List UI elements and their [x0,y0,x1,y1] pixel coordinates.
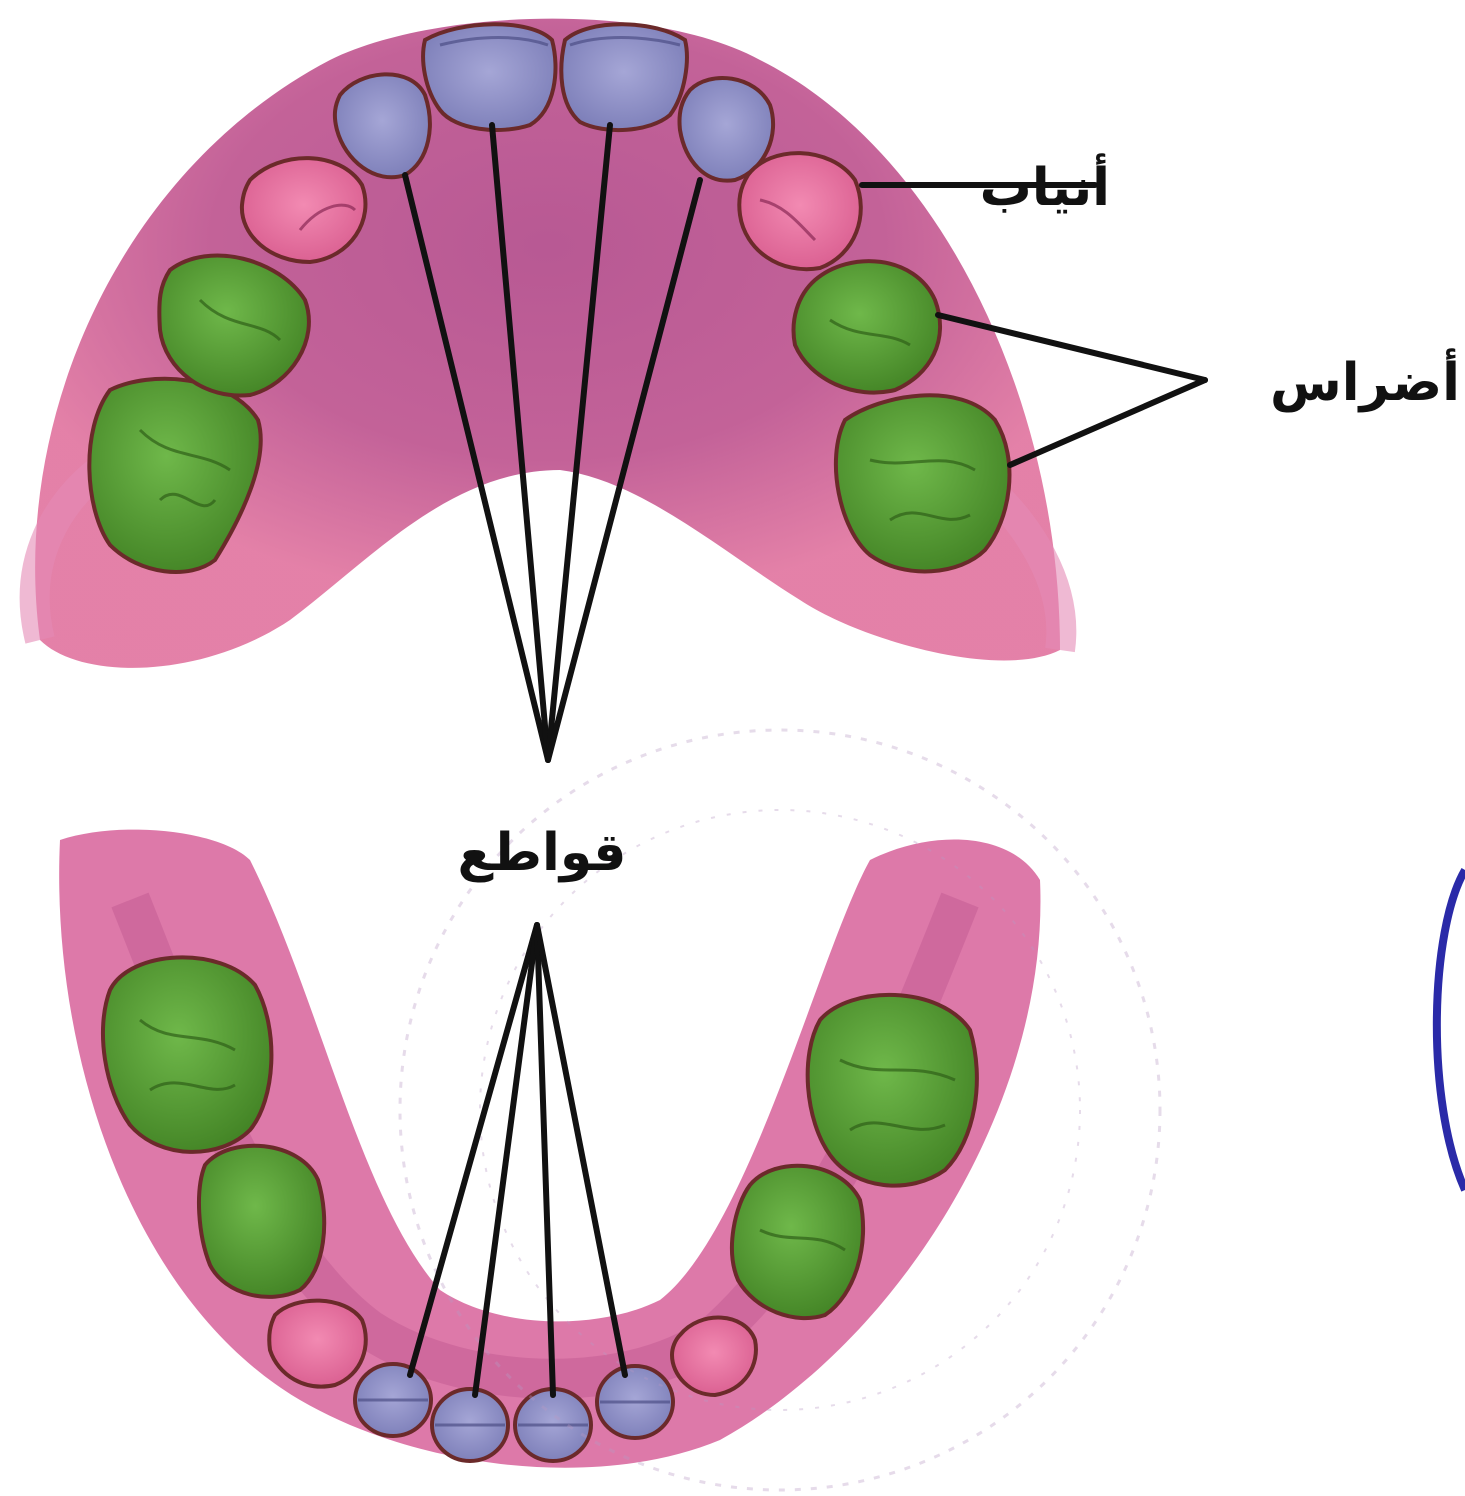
upper-jaw [35,19,1062,668]
label-canines: أنياب [980,153,1110,218]
lower-incisor-3 [515,1389,591,1461]
upper-canine-left [242,158,366,262]
lower-molar-left-small [199,1146,324,1297]
lower-molar-left-large [103,957,271,1152]
blue-seal-edge [1437,870,1465,1190]
upper-molar-right-small [794,261,941,392]
label-incisors: قواطع [458,823,627,883]
label-molars: أضراس [1270,348,1460,413]
lower-molar-right-small [732,1166,863,1318]
lower-incisor-1 [355,1364,431,1436]
lower-incisor-4 [597,1366,673,1438]
upper-incisor-left-central [423,24,555,130]
lower-canine-left [269,1301,366,1387]
lower-molar-right-large [808,995,977,1186]
upper-molar-right-large [836,395,1010,571]
upper-canine-right [739,153,861,269]
lower-canine-right [672,1318,756,1395]
lower-incisor-2 [432,1389,508,1461]
upper-incisor-right-central [561,24,687,130]
